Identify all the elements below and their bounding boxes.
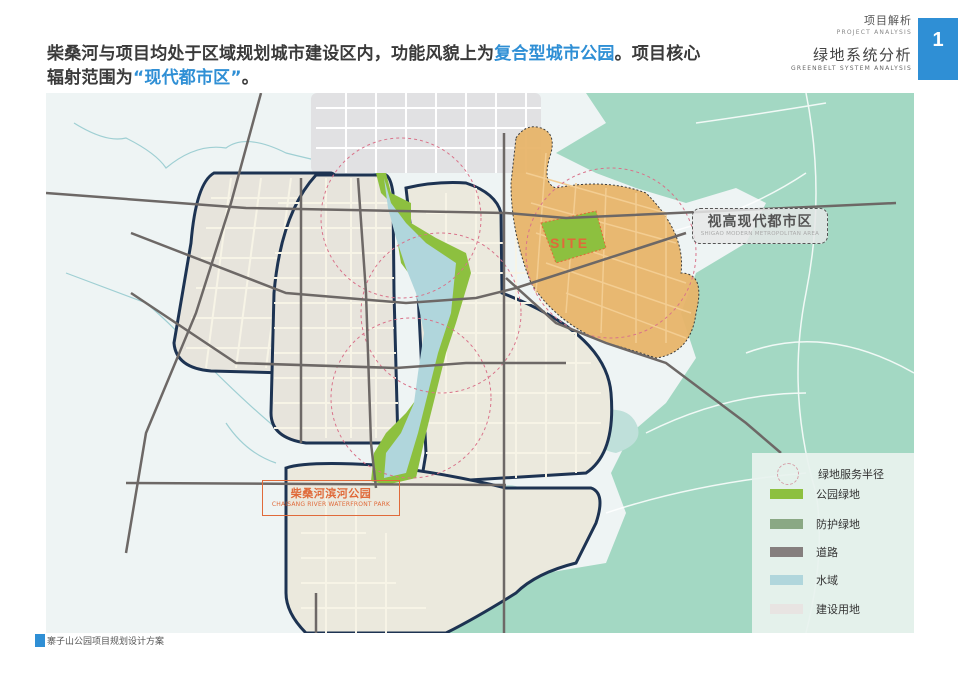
riverside-park-green xyxy=(371,173,471,485)
map-legend: 绿地服务半径 公园绿地 防护绿地 道路 水域 建设用地 xyxy=(752,453,914,633)
headline-highlight-metro: “现代都市区” xyxy=(133,68,242,88)
footer-project-title: 寨子山公园项目规划设计方案 xyxy=(47,637,165,647)
legend-item-protective-green: 防护绿地 xyxy=(770,516,860,532)
site-label: SITE xyxy=(550,235,590,251)
page-number-badge: 1 xyxy=(918,18,958,80)
legend-item-road: 道路 xyxy=(770,544,838,560)
section-title: 绿地系统分析 xyxy=(812,46,912,64)
footer: 寨子山公园项目规划设计方案 xyxy=(35,634,164,647)
headline-text-2: 。项目核心辐射范围为 xyxy=(47,44,701,88)
metro-area-callout: 视高现代都市区 Shigao Modern Metropolitan Area xyxy=(692,208,828,244)
legend-item-park-green: 公园绿地 xyxy=(770,486,860,502)
legend-item-construction-land: 建设用地 xyxy=(770,601,860,617)
greenbelt-map: SITE 视高现代都市区 Shigao Modern Metropolitan … xyxy=(46,93,914,633)
section-title-en: Greenbelt system analysis xyxy=(790,65,912,72)
road-swatch xyxy=(770,547,803,557)
metro-area-callout-cn: 视高现代都市区 xyxy=(707,214,813,230)
dashed-circle-icon xyxy=(777,463,799,485)
site-parcel xyxy=(540,210,607,264)
category-title: 项目解析 xyxy=(864,14,912,27)
metro-area-callout-en: Shigao Modern Metropolitan Area xyxy=(700,231,820,237)
roads xyxy=(46,93,897,633)
headline-text-3: 。 xyxy=(241,68,259,88)
construction-land-swatch xyxy=(770,604,803,614)
category-title-en: Project analysis xyxy=(836,29,912,36)
park-green-swatch xyxy=(770,489,803,499)
footer-marker-icon xyxy=(35,634,45,647)
section-header: 项目解析 Project analysis 绿地系统分析 Greenbelt s… xyxy=(791,12,912,72)
headline: 柴桑河与项目均处于区域规划城市建设区内，功能风貌上为复合型城市公园。项目核心辐射… xyxy=(47,42,707,90)
headline-text-1: 柴桑河与项目均处于区域规划城市建设区内，功能风貌上为 xyxy=(47,44,495,64)
central-district xyxy=(269,173,400,445)
legend-item-service-radius: 绿地服务半径 xyxy=(770,463,884,485)
waterfront-park-callout: 柴桑河滨河公园 Chaisang River Waterfront Park xyxy=(262,480,400,516)
waterfront-park-callout-cn: 柴桑河滨河公园 xyxy=(290,487,372,500)
protective-green-swatch xyxy=(770,519,803,529)
service-radius-circles xyxy=(320,137,697,479)
legend-item-water: 水域 xyxy=(770,572,838,588)
water-swatch xyxy=(770,575,803,585)
waterfront-park-callout-en: Chaisang River Waterfront Park xyxy=(271,501,391,508)
river-water xyxy=(384,178,456,478)
headline-highlight-park: 复合型城市公园 xyxy=(494,44,615,64)
